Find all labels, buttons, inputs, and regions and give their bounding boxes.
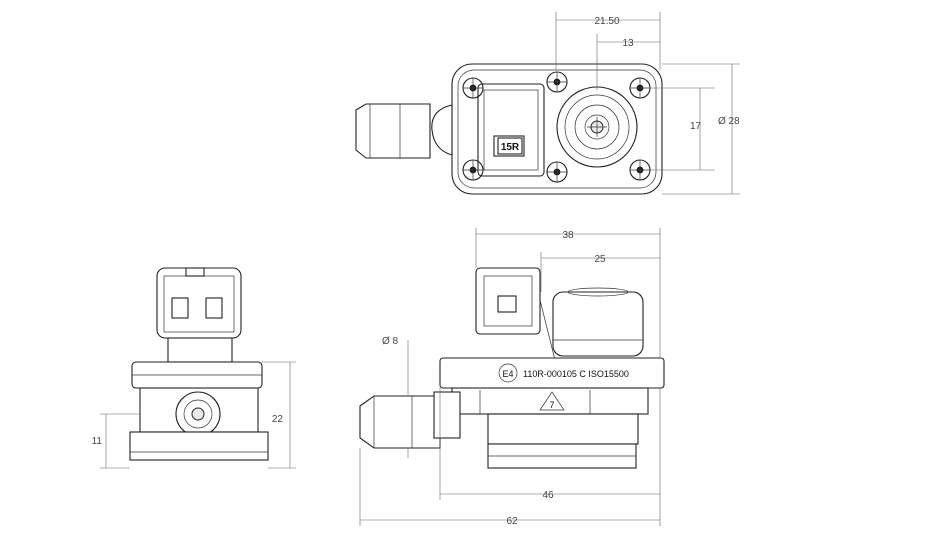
approval-mark: E4 [502,369,513,379]
dim-side-width-46: 46 [542,490,554,501]
bolt-hole [462,159,484,181]
connector-badge-label: 15R [501,142,520,153]
dim-top-height-bolt: 17 [690,121,702,132]
bolt-hole [546,71,568,93]
dim-side-dia-8: Ø 8 [382,336,399,347]
dim-top-width-inner: 13 [622,38,634,49]
bolt-hole [546,161,568,183]
bolt-hole [629,159,651,181]
flow-arrow-label: 7 [549,400,554,410]
dim-side-width-38: 38 [562,230,574,241]
dim-side-width-62: 62 [506,516,518,527]
dim-top-height-dia: Ø 28 [718,116,740,127]
top-view: 15R 21.50 13 17 Ø 28 [355,12,740,195]
bolt-hole [629,77,651,99]
front-view: 22 11 [92,267,296,469]
dim-side-width-25: 25 [594,254,606,265]
bolt-hole [462,77,484,99]
dim-front-height-22: 22 [272,414,284,425]
dim-front-height-11: 11 [92,436,103,447]
side-view: E4 110R-000105 C ISO15500 7 38 25 Ø 8 46 [359,228,665,527]
dim-top-width-outer: 21.50 [594,16,619,27]
part-marking: 110R-000105 C ISO15500 [523,369,629,379]
